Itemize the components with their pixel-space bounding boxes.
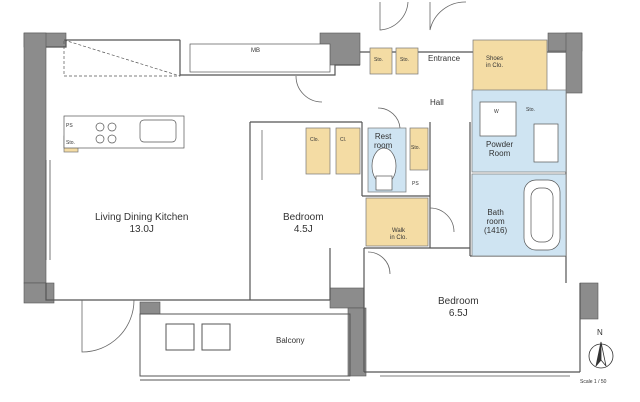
- storage-areas: [63, 39, 548, 247]
- scale-label: Scale 1 / 50: [580, 379, 607, 385]
- ldk-label: Living Dining Kitchen 13.0J: [95, 212, 189, 235]
- storage-label-1: Sto.: [374, 57, 383, 63]
- exterior-walls: [23, 32, 599, 377]
- windows: [45, 160, 570, 377]
- storage-label-5: Sto.: [66, 140, 75, 146]
- restroom-label: Rest room: [374, 132, 393, 151]
- mb-label: MB: [251, 48, 260, 54]
- powder-room-label: Powder Room: [486, 140, 514, 159]
- bedroom-2-label: Bedroom 6.5J: [438, 296, 479, 319]
- hall-label: Hall: [430, 98, 444, 107]
- balcony-area: [139, 313, 351, 381]
- washer-label: W: [494, 109, 499, 115]
- door-swings: [81, 1, 467, 353]
- storage-label-2: Sto.: [400, 57, 409, 63]
- fixtures: [63, 39, 561, 251]
- storage-label-3: Sto.: [526, 107, 535, 113]
- bathroom-label: Bath room (1416): [484, 208, 508, 236]
- ps-label-1: PS: [66, 123, 73, 129]
- cl-label: Cl.: [340, 137, 347, 143]
- walk-in-closet-label: Walk in Clo.: [390, 228, 408, 241]
- north-label: N: [597, 328, 603, 337]
- storage-label-4: Sto.: [411, 145, 420, 151]
- entrance-label: Entrance: [428, 54, 461, 63]
- closet-label: Clo.: [310, 137, 319, 143]
- bedroom-1-label: Bedroom 4.5J: [283, 212, 324, 235]
- shoes-closet-label: Shoes in Clo.: [486, 56, 504, 69]
- north-arrow-icon: [588, 341, 614, 369]
- balcony-label: Balcony: [276, 336, 305, 345]
- ps-label-2: PS: [412, 181, 419, 187]
